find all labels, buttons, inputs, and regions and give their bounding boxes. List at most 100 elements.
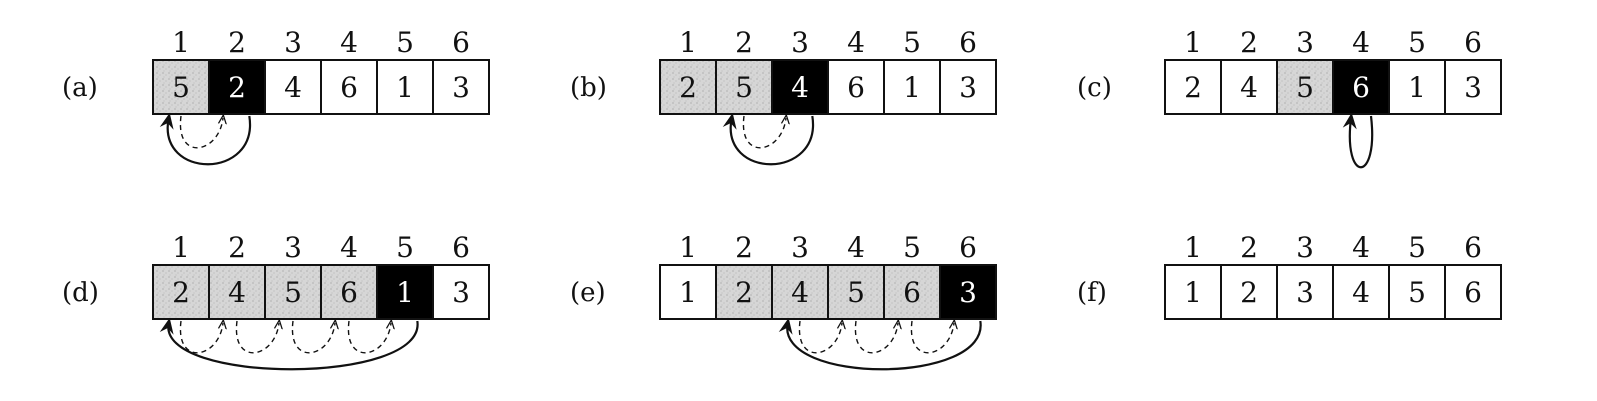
array-cell-plain — [1444, 264, 1502, 320]
index-label: 5 — [903, 231, 921, 264]
index-label: 4 — [847, 26, 865, 59]
shift-arrow — [347, 321, 391, 354]
array-cell-plain — [827, 59, 885, 115]
index-label: 4 — [1352, 231, 1370, 264]
cell-value: 5 — [284, 276, 302, 309]
cell-value: 2 — [679, 71, 697, 104]
index-label: 2 — [1240, 26, 1258, 59]
index-label: 1 — [1184, 26, 1202, 59]
shift-arrow — [798, 321, 842, 354]
cell-value: 2 — [172, 276, 190, 309]
cell-value: 2 — [1240, 276, 1258, 309]
cell-value: 3 — [452, 276, 470, 309]
index-label: 1 — [679, 231, 697, 264]
index-label: 6 — [1464, 231, 1482, 264]
array-cell-key — [939, 264, 997, 320]
index-label: 4 — [340, 231, 358, 264]
index-label: 4 — [1352, 26, 1370, 59]
cell-value: 4 — [1352, 276, 1370, 309]
index-label: 3 — [1296, 26, 1314, 59]
cell-value: 4 — [791, 71, 809, 104]
cell-value: 4 — [1240, 71, 1258, 104]
insert-arrow — [778, 317, 982, 371]
cell-value: 3 — [1296, 276, 1314, 309]
index-label: 5 — [396, 231, 414, 264]
array-cell-sorted — [152, 59, 210, 115]
shift-arrow — [235, 321, 279, 354]
panel-label: (f) — [1077, 278, 1107, 308]
cell-value: 4 — [791, 276, 809, 309]
index-label: 1 — [172, 231, 190, 264]
index-label: 6 — [1464, 26, 1482, 59]
array-cell-plain — [1388, 59, 1446, 115]
insert-arrow — [1342, 112, 1374, 169]
array-cell-key — [771, 59, 829, 115]
cell-value: 6 — [340, 276, 358, 309]
cell-value: 6 — [847, 71, 865, 104]
array-cell-key — [376, 264, 434, 320]
shift-arrow — [179, 321, 223, 354]
array-cell-sorted — [883, 264, 941, 320]
array-cell-plain — [1332, 264, 1390, 320]
cell-value: 3 — [959, 71, 977, 104]
cell-value: 4 — [228, 276, 246, 309]
index-label: 4 — [847, 231, 865, 264]
index-label: 6 — [452, 26, 470, 59]
panel-label: (a) — [62, 73, 98, 103]
array-cell-sorted — [715, 264, 773, 320]
shift-arrow — [742, 116, 786, 149]
index-label: 4 — [340, 26, 358, 59]
array-cell-plain — [1220, 264, 1278, 320]
cell-value: 4 — [284, 71, 302, 104]
panel-label: (d) — [62, 278, 99, 308]
cell-value: 1 — [396, 276, 414, 309]
index-label: 2 — [228, 231, 246, 264]
array-cell-sorted — [264, 264, 322, 320]
index-label: 6 — [959, 26, 977, 59]
index-label: 2 — [228, 26, 246, 59]
index-label: 2 — [1240, 231, 1258, 264]
shift-arrow — [291, 321, 335, 354]
panel-label: (c) — [1077, 73, 1112, 103]
cell-value: 5 — [1408, 276, 1426, 309]
cell-value: 6 — [1352, 71, 1370, 104]
cell-value: 3 — [1464, 71, 1482, 104]
index-label: 5 — [396, 26, 414, 59]
index-label: 3 — [791, 26, 809, 59]
array-cell-plain — [1444, 59, 1502, 115]
index-label: 1 — [679, 26, 697, 59]
index-label: 2 — [735, 26, 753, 59]
array-cell-key — [1332, 59, 1390, 115]
index-label: 5 — [1408, 26, 1426, 59]
array-cell-plain — [1388, 264, 1446, 320]
shift-arrow — [854, 321, 898, 354]
index-label: 2 — [735, 231, 753, 264]
array-cell-plain — [1164, 59, 1222, 115]
array-cell-plain — [1220, 59, 1278, 115]
cell-value: 2 — [228, 71, 246, 104]
index-label: 3 — [1296, 231, 1314, 264]
array-cell-sorted — [659, 59, 717, 115]
insert-arrow — [722, 112, 815, 166]
array-cell-plain — [376, 59, 434, 115]
cell-value: 1 — [1408, 71, 1426, 104]
array-cell-sorted — [208, 264, 266, 320]
cell-value: 3 — [452, 71, 470, 104]
array-cell-plain — [432, 264, 490, 320]
array-cell-key — [208, 59, 266, 115]
index-label: 3 — [284, 231, 302, 264]
panel-label: (b) — [570, 73, 607, 103]
panel-label: (e) — [570, 278, 606, 308]
cell-value: 5 — [735, 71, 753, 104]
index-label: 6 — [959, 231, 977, 264]
cell-value: 5 — [847, 276, 865, 309]
cell-value: 1 — [903, 71, 921, 104]
array-cell-sorted — [715, 59, 773, 115]
index-label: 3 — [791, 231, 809, 264]
index-label: 5 — [903, 26, 921, 59]
